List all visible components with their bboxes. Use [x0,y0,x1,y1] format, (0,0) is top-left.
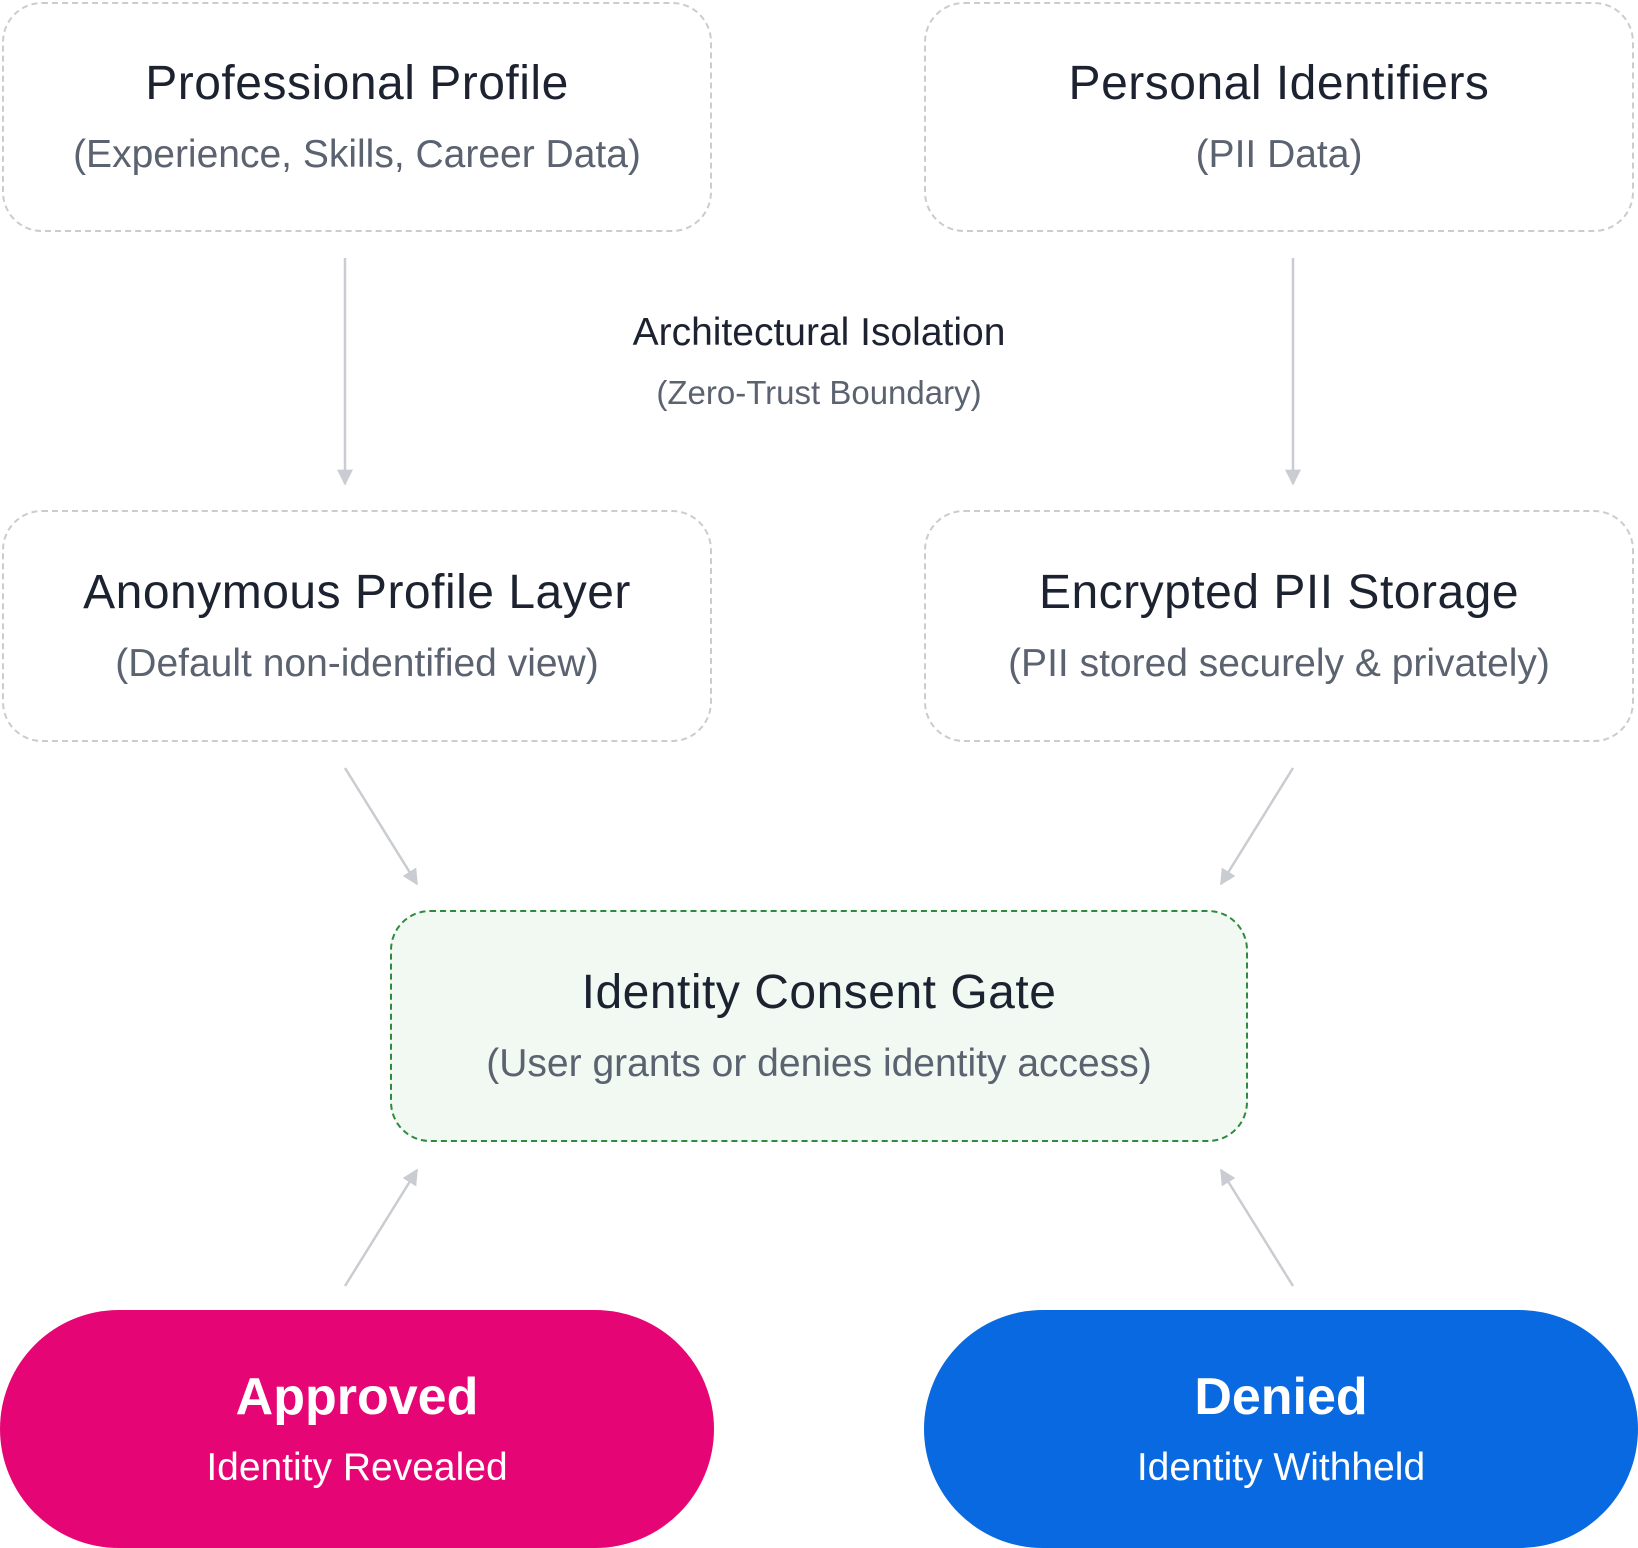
node-title: Anonymous Profile Layer [83,565,631,619]
professional-profile-node: Professional Profile (Experience, Skills… [2,2,712,232]
edge-encrypted-to-gate [1219,767,1295,886]
denied-outcome-node: Denied Identity Withheld [924,1310,1638,1548]
anonymous-profile-layer-node: Anonymous Profile Layer (Default non-ide… [2,510,712,742]
approved-outcome-node: Approved Identity Revealed [0,1310,714,1548]
outcome-subtitle: Identity Withheld [1136,1445,1426,1489]
isolation-title: Architectural Isolation [632,311,1006,354]
node-subtitle: (PII stored securely & privately) [1008,642,1550,686]
node-subtitle: (PII Data) [1195,133,1363,177]
node-title: Identity Consent Gate [581,965,1057,1019]
node-subtitle: (Default non-identified view) [115,642,599,686]
architectural-isolation-label: Architectural Isolation (Zero-Trust Boun… [520,310,1118,412]
personal-identifiers-node: Personal Identifiers (PII Data) [924,2,1634,232]
encrypted-pii-storage-node: Encrypted PII Storage (PII stored secure… [924,510,1634,742]
outcome-subtitle: Identity Revealed [206,1445,508,1489]
edge-approved-to-gate [343,1168,419,1287]
node-title: Personal Identifiers [1068,56,1490,110]
node-title: Encrypted PII Storage [1038,565,1520,619]
identity-consent-gate-node: Identity Consent Gate (User grants or de… [390,910,1248,1142]
node-subtitle: (User grants or denies identity access) [486,1042,1152,1086]
edge-denied-to-gate [1219,1168,1295,1287]
outcome-title: Denied [1194,1368,1368,1427]
edge-anonymous-to-gate [343,767,419,886]
outcome-title: Approved [235,1368,479,1427]
node-title: Professional Profile [145,56,569,110]
node-subtitle: (Experience, Skills, Career Data) [73,133,641,177]
isolation-subtitle: (Zero-Trust Boundary) [656,373,982,411]
